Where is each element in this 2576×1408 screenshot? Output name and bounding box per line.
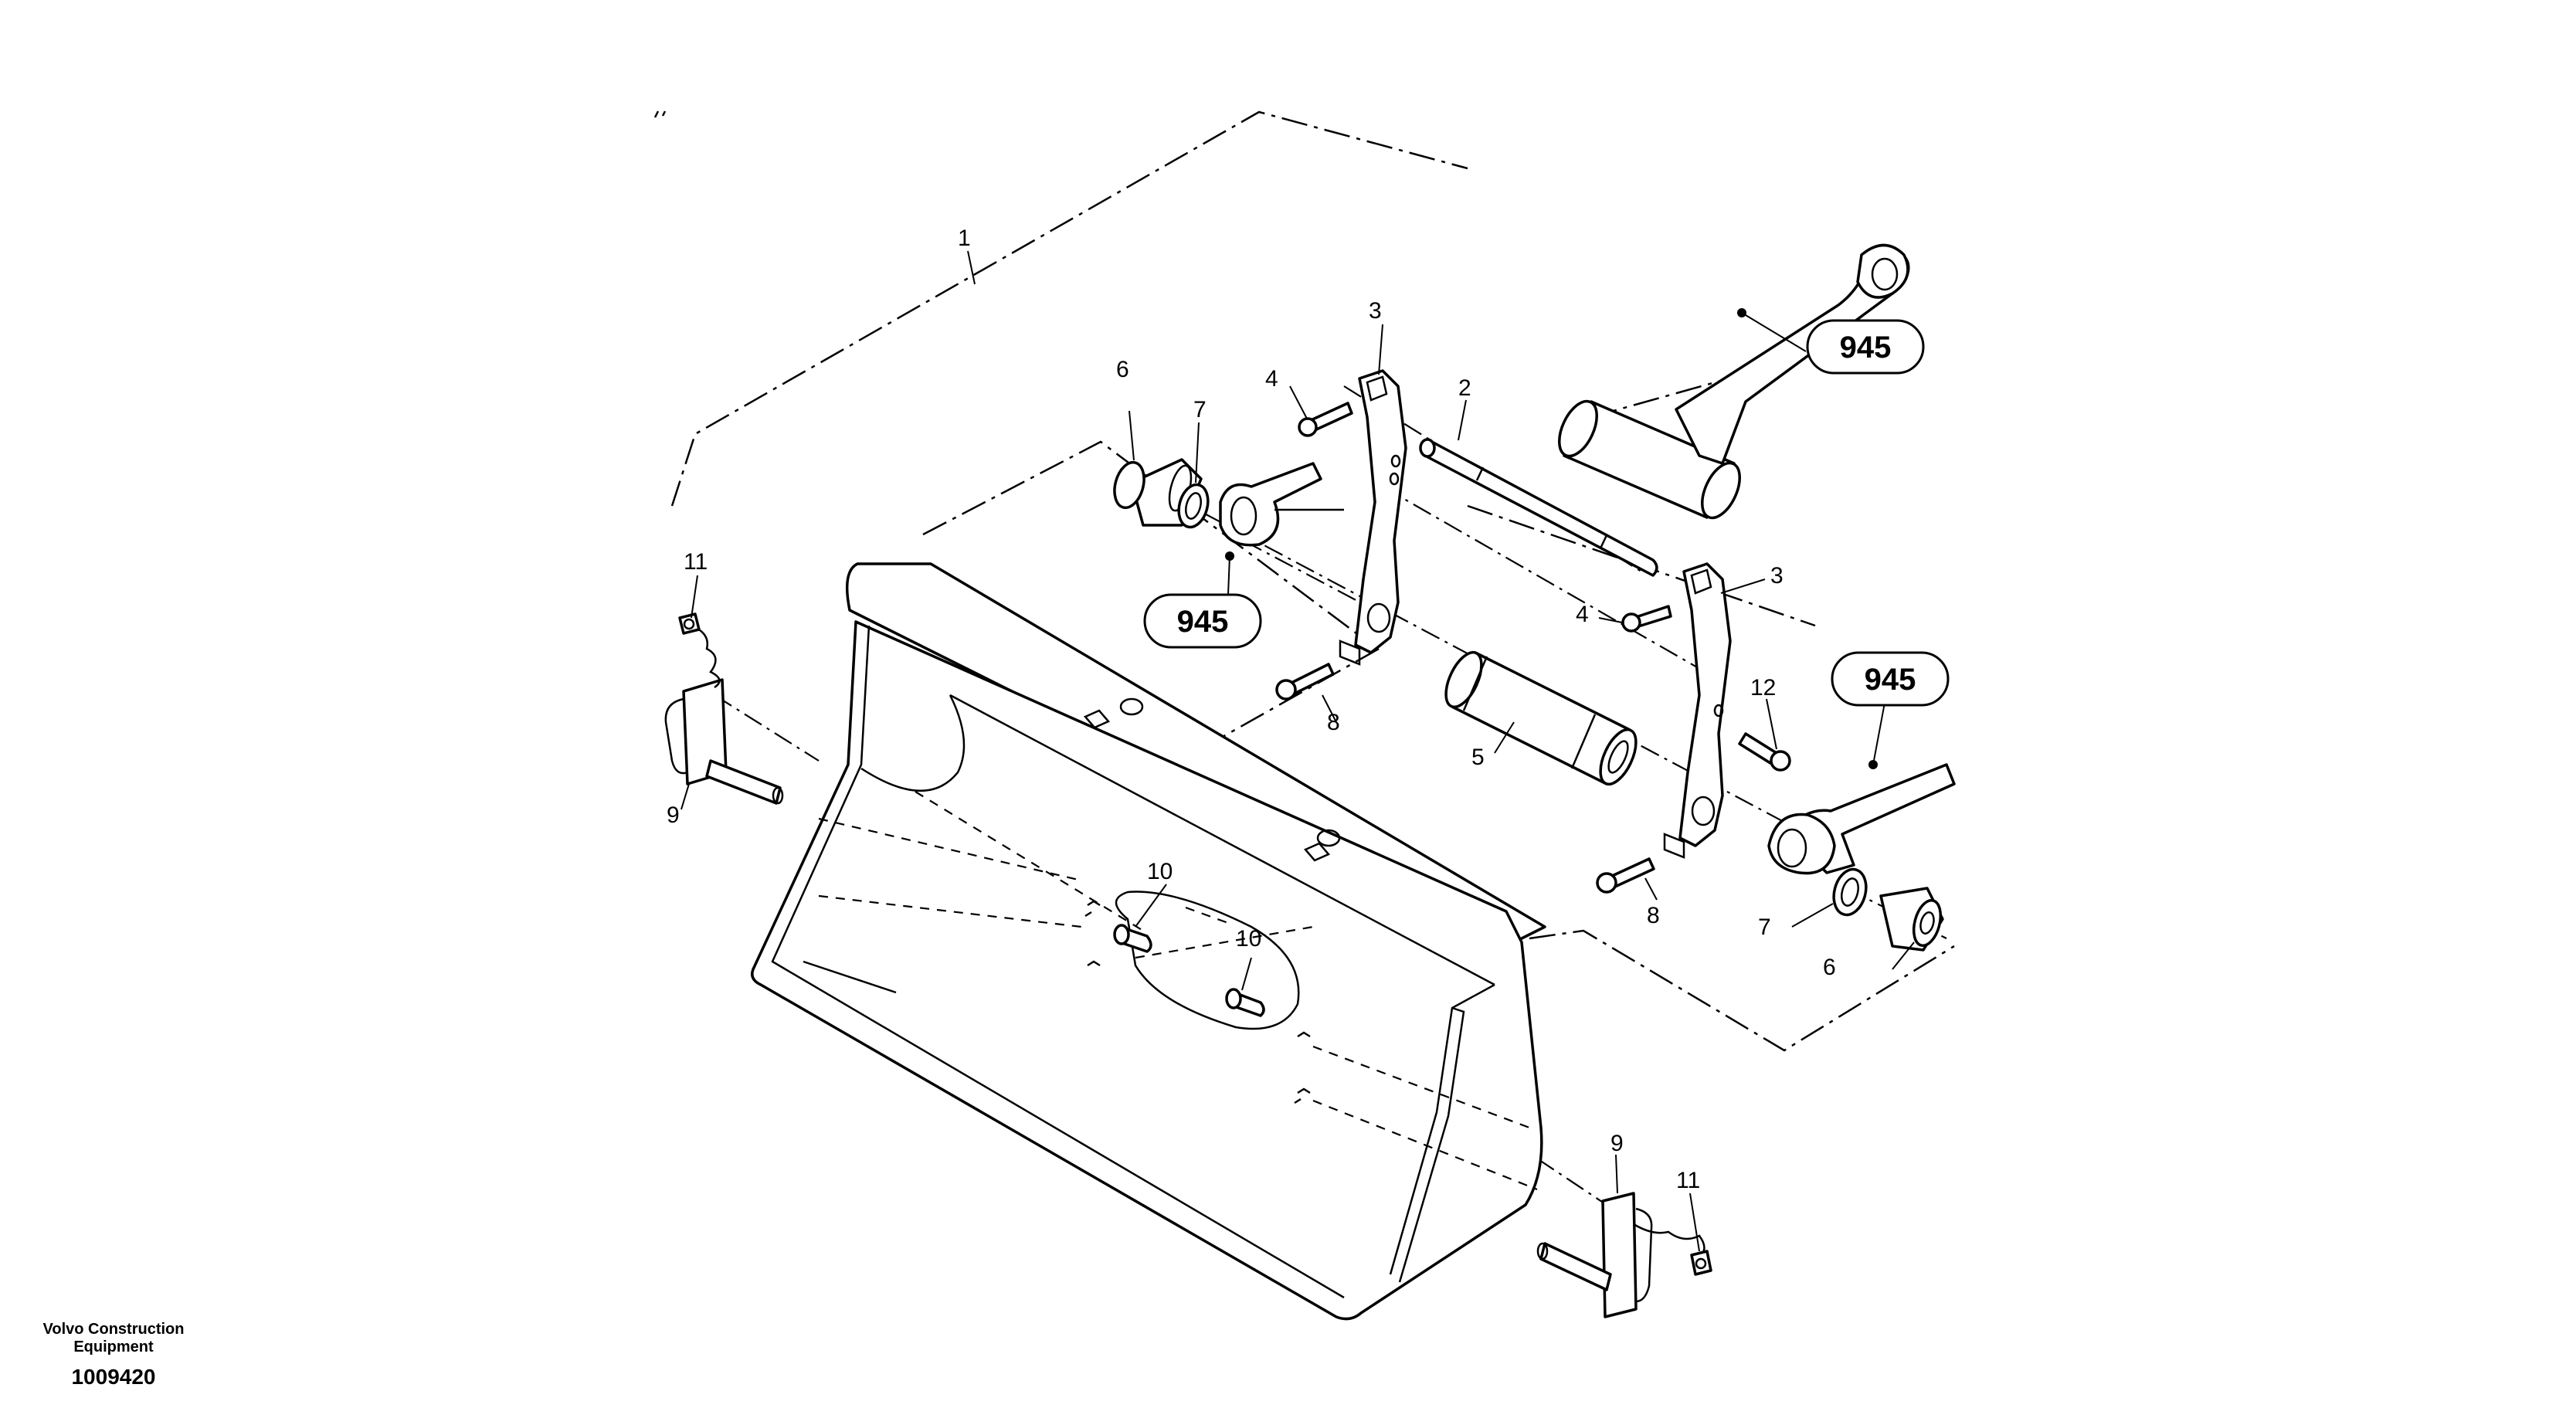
label-part-1: 1: [958, 226, 971, 251]
chain-11-right: [1633, 1223, 1712, 1276]
locking-pin-9-right: [1536, 1192, 1653, 1318]
bolt-8-left: [1275, 663, 1335, 701]
chain-11-left: [678, 612, 721, 689]
hidden-lines: [818, 791, 1538, 1191]
label-leaders: [680, 250, 1915, 1252]
ref-945-left: 945: [1177, 605, 1229, 639]
label-part-10-a: 10: [1147, 859, 1173, 884]
bolt-8-right: [1596, 857, 1655, 894]
ref-945-right: 945: [1865, 663, 1916, 697]
label-part-11-right: 11: [1676, 1168, 1700, 1193]
ref-callout-left: 945: [1143, 551, 1262, 649]
label-part-3-left: 3: [1369, 298, 1382, 324]
label-part-12: 12: [1750, 675, 1776, 701]
label-part-3-right: 3: [1770, 563, 1784, 589]
bolt-12: [1738, 732, 1791, 772]
label-part-4-left: 4: [1265, 366, 1278, 392]
bushing-5: [1444, 650, 1638, 786]
bolt-4-left: [1298, 402, 1353, 437]
mounting-bracket-right: [1663, 562, 1732, 859]
bearing-eye-left: [1219, 462, 1344, 547]
ref-945-top: 945: [1840, 331, 1892, 365]
stud-10-b: [1225, 988, 1265, 1017]
label-part-8-right: 8: [1647, 903, 1660, 928]
label-part-7-left: 7: [1193, 397, 1207, 422]
part-labels: 1 2 3 3 4 4 5 6 6 7 7 8 8 9 9 10 10 11 1…: [667, 226, 1836, 1193]
pin-6-right: [1879, 887, 1944, 952]
footer: Volvo Construction Equipment 1009420: [43, 1321, 185, 1389]
mounting-bracket-left: [1339, 369, 1407, 666]
shaft-2: [1419, 438, 1658, 577]
bucket: [751, 562, 1546, 1321]
locking-pin-9-left: [664, 678, 784, 805]
footer-company-line1: Volvo Construction: [43, 1321, 185, 1338]
footer-company-line2: Equipment: [73, 1338, 154, 1355]
label-part-9-right: 9: [1610, 1131, 1624, 1156]
bucket-top-bosses: [1083, 709, 1331, 862]
label-part-11-left: 11: [684, 549, 708, 575]
label-part-5: 5: [1471, 745, 1485, 770]
label-part-7-right: 7: [1758, 914, 1771, 940]
label-part-9-left: 9: [667, 802, 680, 828]
ring-7-left: [1177, 483, 1210, 529]
lift-arm-upper: [1675, 243, 1910, 465]
stray-mark: [653, 110, 667, 118]
stud-mount-area: [1084, 891, 1311, 1104]
label-part-8-left: 8: [1327, 710, 1340, 735]
label-part-6-left: 6: [1116, 357, 1129, 382]
lift-arm-roller: [1558, 399, 1741, 520]
ref-callout-right: 945: [1831, 651, 1950, 769]
label-part-2: 2: [1458, 375, 1471, 401]
ring-7-right: [1832, 867, 1868, 917]
ref-callout-top: 945: [1737, 308, 1925, 375]
bolt-4-right: [1621, 605, 1672, 633]
label-part-6-right: 6: [1823, 955, 1836, 980]
drawing-number: 1009420: [71, 1365, 155, 1389]
label-part-10-b: 10: [1236, 926, 1261, 952]
stud-10-a: [1113, 924, 1152, 953]
label-part-4-right: 4: [1576, 602, 1589, 627]
lift-arm-lower: [1767, 763, 1956, 875]
